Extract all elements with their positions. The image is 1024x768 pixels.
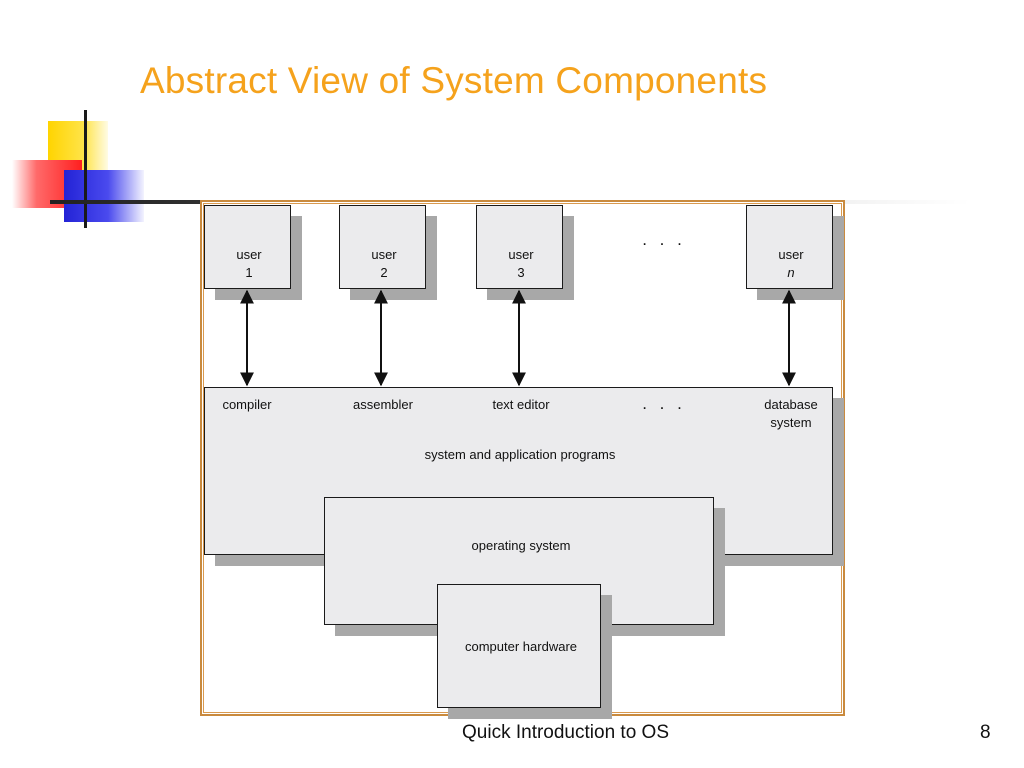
diagram-frame	[200, 200, 845, 716]
slide-title: Abstract View of System Components	[140, 60, 768, 101]
program-compiler: compiler	[222, 397, 272, 412]
page-number: 8	[980, 722, 991, 743]
layer-label-operating-system: operating system	[471, 538, 571, 553]
program-assembler: assembler	[353, 397, 413, 412]
decorative-vertical-line	[84, 110, 87, 228]
computer-hardware-box	[437, 584, 601, 708]
program-database-system: database system	[764, 397, 818, 430]
layer-label-system-application-programs: system and application programs	[424, 447, 616, 462]
footer-text: Quick Introduction to OS	[462, 722, 669, 743]
decorative-horizontal-rule	[50, 200, 970, 204]
user-box-2	[339, 205, 426, 289]
user-box-n	[746, 205, 833, 289]
decorative-blue-square	[64, 170, 144, 222]
program-ellipsis: . . .	[642, 394, 686, 413]
user-ellipsis: . . .	[642, 230, 686, 249]
layer-label-computer-hardware: computer hardware	[465, 639, 577, 654]
program-text-editor: text editor	[492, 397, 550, 412]
user-box-1	[204, 205, 291, 289]
user-box-3	[476, 205, 563, 289]
